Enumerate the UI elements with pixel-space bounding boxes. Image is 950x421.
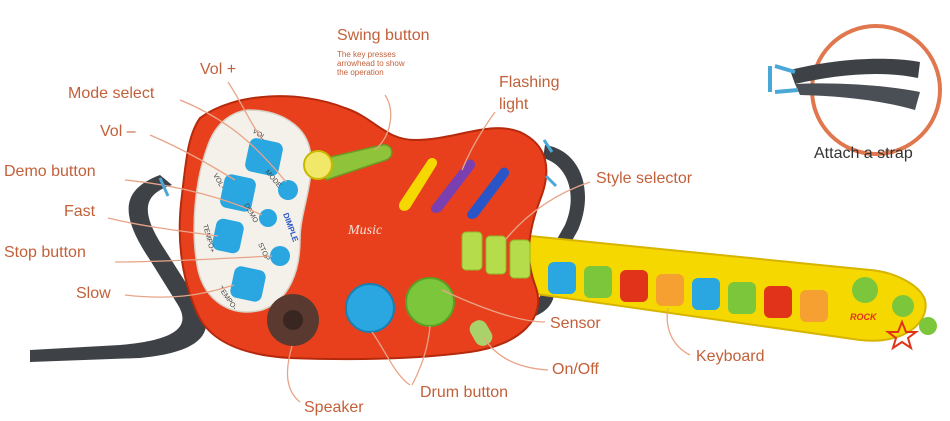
leader-swing [374,94,392,151]
demo-round-button [259,209,277,227]
label-on-off: On/Off [552,361,599,378]
leader-vol-minus [149,134,236,181]
label-slow: Slow [76,285,111,302]
key-7 [764,286,792,318]
leader-drum-2 [411,325,431,386]
stop-round-button [270,246,290,266]
label-flashing-light: Flashing light [499,74,560,113]
drum-button-green [405,277,455,327]
style-key-2 [485,235,507,275]
leader-vol-plus [227,81,263,141]
leader-lines [107,81,691,403]
key-8 [800,290,828,322]
leader-flashing [461,111,496,171]
leader-stop [114,255,273,263]
label-vol-minus: Vol – [100,123,136,140]
tempo-minus-key [230,266,266,302]
key-5 [692,278,720,310]
toy-music-text: Music [347,223,383,238]
strap-left [30,175,207,362]
leader-mode [179,99,287,183]
style-key-3 [509,239,531,279]
leader-keyboard [666,307,691,356]
leader-sensor [441,289,546,323]
head-button-2 [892,295,914,317]
toy-rock-text: ROCK [850,312,878,322]
drum-button-blue [345,283,395,333]
label-style-selector: Style selector [596,170,693,187]
light-purple [431,159,476,213]
label-demo-button: Demo button [4,163,96,180]
key-2 [584,266,612,298]
strap-right [543,145,586,262]
inset-clip-icon [768,64,799,94]
head-button-3 [919,317,937,335]
label-attach-strap: Attach a strap [814,145,913,162]
label-drum-button: Drum button [420,384,509,401]
swing-pivot [303,150,333,180]
label-fast: Fast [64,203,96,220]
swing-lever [316,144,393,181]
label-stop-button: Stop button [4,244,86,261]
inset-strap-bottom [795,83,920,110]
inset-strap-top [790,58,920,84]
left-strap-clip-icon [158,177,170,197]
tempo-plus-key [212,218,244,254]
speaker-center [283,310,303,330]
leader-demo [124,179,263,216]
light-yellow [399,157,438,211]
leader-onoff [483,337,549,371]
leader-fast [107,217,219,237]
light-blue [467,167,510,219]
leader-speaker [286,345,301,403]
key-6 [728,282,756,314]
head-button-1 [852,277,878,303]
label-swing-button: Swing button [337,27,430,44]
star-icon [885,319,919,351]
leader-drum-1 [371,331,411,386]
body-strap-clip-icon [542,139,558,188]
style-key-1 [461,231,483,271]
label-speaker: Speaker [304,399,364,416]
leader-style [504,181,591,241]
label-vol-plus: Vol + [200,61,237,78]
key-1 [548,262,576,294]
label-mode-select: Mode select [68,85,155,102]
key-4 [656,274,684,306]
label-swing-note: The key presses arrowhead to show the op… [337,50,405,77]
mode-round-button [278,180,298,200]
leader-slow [124,284,235,298]
on-off-switch [469,320,493,346]
label-sensor: Sensor [550,315,601,332]
key-3 [620,270,648,302]
label-keyboard: Keyboard [696,348,765,365]
